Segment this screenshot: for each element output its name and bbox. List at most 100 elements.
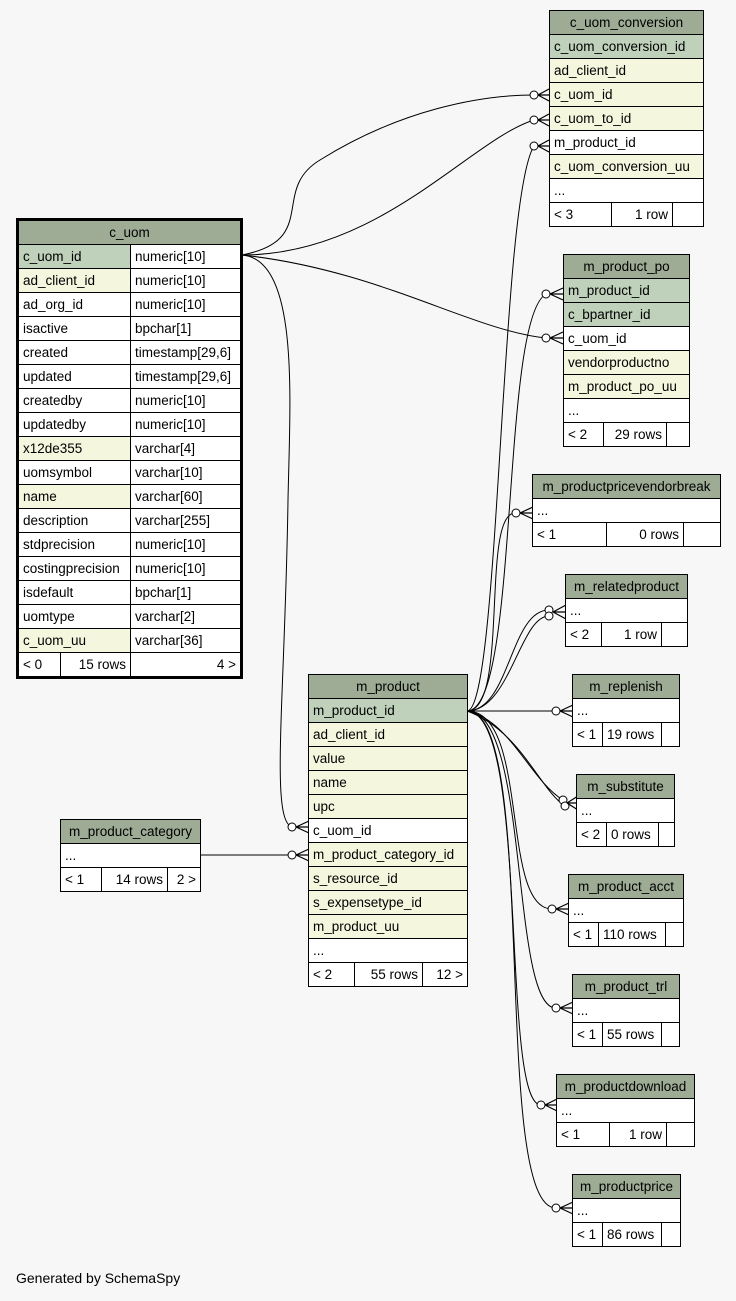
table-m-product-trl[interactable]: m_product_trl ... < 1 55 rows (572, 974, 680, 1047)
column-name: m_product_id (550, 131, 703, 154)
column-name: uomtype (19, 605, 130, 628)
column-name: description (19, 509, 130, 532)
optional-circle-marker (560, 801, 570, 811)
children-count (666, 1123, 694, 1146)
column-name: ... (564, 399, 689, 422)
crowfoot-marker (549, 287, 564, 301)
column-name: m_product_uu (309, 915, 467, 938)
column-name: c_uom_id (564, 327, 689, 350)
column-name: m_product_po_uu (564, 375, 689, 398)
parents-count: < 2 (568, 427, 588, 442)
link-product-to-price (466, 710, 557, 1209)
link-uom-to-po (241, 254, 547, 339)
optional-circle-marker (287, 822, 297, 832)
column-name: c_uom_id (550, 83, 703, 106)
parents-count: < 2 (570, 627, 590, 642)
column-type: numeric[10] (130, 269, 240, 292)
column-name: ad_client_id (309, 723, 467, 746)
column-type: varchar[10] (130, 461, 240, 484)
table-title: m_replenish (573, 675, 679, 699)
column-name: uomsymbol (19, 461, 130, 484)
column-name: ... (309, 939, 467, 962)
column-type: varchar[2] (130, 605, 240, 628)
column-name: ... (533, 499, 720, 522)
column-name: ... (550, 179, 703, 202)
column-name: c_bpartner_id (564, 303, 689, 326)
table-title: m_product_po (564, 255, 689, 279)
crowfoot-marker (555, 902, 570, 916)
children-count: 2 > (167, 868, 200, 891)
children-count (661, 723, 679, 746)
column-name: value (309, 747, 467, 770)
table-m-productprice[interactable]: m_productprice ... < 1 86 rows (572, 1174, 681, 1247)
column-type: bpchar[1] (130, 581, 240, 604)
column-name: name (309, 771, 467, 794)
column-name: updatedby (19, 413, 130, 436)
column-name: isactive (19, 317, 130, 340)
table-m-replenish[interactable]: m_replenish ... < 1 19 rows (572, 674, 680, 747)
column-type: numeric[10] (130, 293, 240, 316)
optional-circle-marker (529, 141, 539, 151)
table-m-product[interactable]: m_product m_product_id ad_client_id valu… (308, 674, 468, 987)
column-type: bpchar[1] (130, 317, 240, 340)
optional-circle-marker (541, 333, 551, 343)
table-m-product-po[interactable]: m_product_po m_product_id c_bpartner_id … (563, 254, 690, 447)
table-m-substitute[interactable]: m_substitute ... < 2 0 rows (576, 774, 675, 847)
link-uom-to-product (241, 254, 293, 828)
table-title: c_uom_conversion (550, 11, 703, 35)
column-type: varchar[255] (130, 509, 240, 532)
link-uom-to-conversion-to (241, 119, 535, 256)
table-title: m_productprice (573, 1175, 680, 1199)
column-name: ad_client_id (550, 59, 703, 82)
optional-circle-marker (529, 115, 539, 125)
children-count (661, 1023, 679, 1046)
crowfoot-marker (559, 1001, 574, 1015)
row-count: 1 row (611, 203, 672, 226)
children-count (665, 923, 683, 946)
crowfoot-marker (537, 88, 550, 102)
column-type: timestamp[29,6] (130, 365, 240, 388)
column-name: ad_client_id (19, 269, 130, 292)
crowfoot-marker (559, 704, 574, 718)
row-count: 0 rows (606, 823, 658, 846)
column-name: isdefault (19, 581, 130, 604)
optional-circle-marker (551, 1203, 561, 1213)
table-m-productpricevendorbreak[interactable]: m_productpricevendorbreak ... < 1 0 rows (532, 474, 721, 547)
crowfoot-marker (519, 506, 534, 520)
table-title: m_substitute (577, 775, 674, 799)
parents-count: < 1 (577, 1227, 597, 1242)
table-c-uom-conversion[interactable]: c_uom_conversion c_uom_conversion_id ad_… (549, 10, 704, 227)
column-name: c_uom_conversion_id (550, 35, 703, 58)
row-count: 29 rows (603, 423, 666, 446)
row-count: 1 row (609, 1123, 666, 1146)
optional-circle-marker (544, 611, 554, 621)
table-title: c_uom (19, 221, 240, 245)
column-name: c_uom_to_id (550, 107, 703, 130)
row-count: 55 rows (354, 963, 422, 986)
table-m-product-category[interactable]: m_product_category ... < 1 14 rows 2 > (60, 819, 201, 892)
column-name: ... (569, 899, 683, 922)
children-count (661, 1223, 680, 1246)
table-m-productdownload[interactable]: m_productdownload ... < 1 1 row (556, 1074, 695, 1147)
column-name: s_resource_id (309, 867, 467, 890)
row-count: 1 row (601, 623, 661, 646)
parents-count: < 1 (577, 727, 597, 742)
row-count: 86 rows (602, 1223, 661, 1246)
crowfoot-marker (537, 113, 550, 127)
row-count: 19 rows (602, 723, 661, 746)
column-name: m_product_id (564, 279, 689, 302)
optional-circle-marker (287, 850, 297, 860)
column-type: varchar[4] (130, 437, 240, 460)
children-count (658, 823, 674, 846)
table-m-relatedproduct[interactable]: m_relatedproduct ... < 2 1 row (565, 574, 688, 647)
column-name: x12de355 (19, 437, 130, 460)
column-name: s_expensetype_id (309, 891, 467, 914)
column-name: ... (557, 1099, 694, 1122)
column-type: numeric[10] (130, 557, 240, 580)
column-name: vendorproductno (564, 351, 689, 374)
optional-circle-marker (529, 90, 539, 100)
column-name: createdby (19, 389, 130, 412)
table-title: m_relatedproduct (566, 575, 687, 599)
table-m-product-acct[interactable]: m_product_acct ... < 1 110 rows (568, 874, 684, 947)
